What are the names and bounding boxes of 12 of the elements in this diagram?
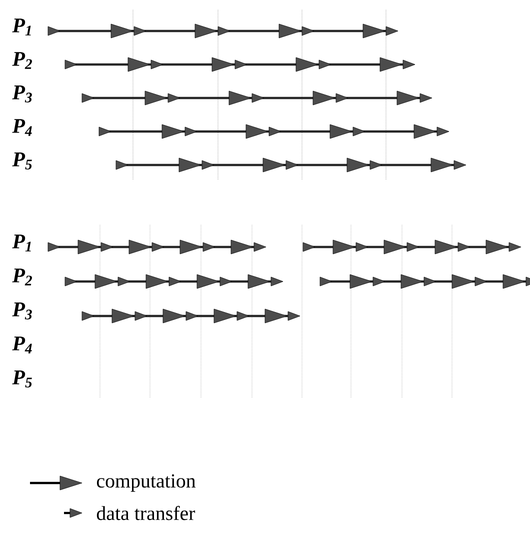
legend-text: data transfer bbox=[96, 506, 196, 520]
processor-label: P$_{4}$ bbox=[12, 336, 32, 354]
processor-label: P$_{1}$ bbox=[12, 234, 31, 252]
processor-label: P$_{1}$ bbox=[12, 18, 31, 36]
processor-label: P$_{4}$ bbox=[12, 119, 32, 136]
processor-label: P$_{5}$ bbox=[12, 152, 32, 170]
processor-label: P$_{3}$ bbox=[12, 86, 32, 102]
processor-label: P$_{2}$ bbox=[12, 268, 32, 286]
processor-label: P$_{5}$ bbox=[12, 370, 32, 388]
processor-label: P$_{2}$ bbox=[12, 52, 32, 69]
legend-text: computation bbox=[96, 474, 196, 492]
processor-label: P$_{3}$ bbox=[12, 302, 32, 320]
